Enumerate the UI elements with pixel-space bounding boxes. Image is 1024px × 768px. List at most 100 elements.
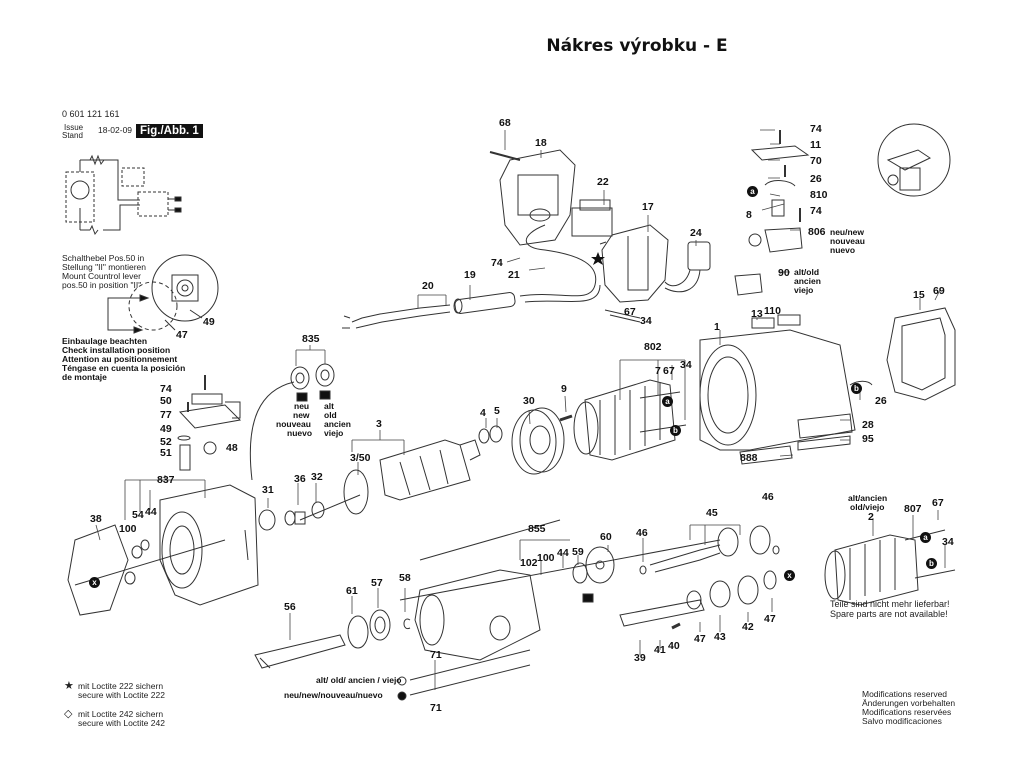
star-icon: ★ [64,680,74,692]
motor-housing-1 [699,314,873,465]
part-label-26-housing: 26 [875,395,887,407]
loctite-222-de: mit Loctite 222 sichern [78,681,164,691]
part-label-67-old: 67 [932,497,944,509]
part-label-49-lever: 49 [160,423,172,435]
part-label-8: 8 [746,209,752,221]
plug-cable [342,224,601,329]
part-label-3: 3 [376,418,382,430]
part-label-60: 60 [600,531,612,543]
part-label-44-rear: 44 [557,547,569,559]
part-label-837: 837 [157,474,175,486]
new-label-nuevo: nuevo [287,428,313,438]
part-label-74-lever: 74 [160,383,172,395]
part-label-46-shaft: 46 [636,527,648,539]
bearing-31 [258,509,276,531]
part-label-71-top: 71 [430,649,442,661]
part-label-74-brush: 74 [810,205,822,217]
part-label-90: 90 [778,267,790,279]
old-stator-label-2: old/viejo [850,502,885,512]
new-label-new: new [293,410,310,420]
old-90-label-3: viejo [794,285,814,295]
switch-lever-note-2: Stellung "II" montieren [62,262,146,272]
install-note-es-2: de montaje [62,372,107,382]
capacitor-24 [664,241,711,293]
new-label-neu: neu [294,401,310,411]
part-label-44-front: 44 [145,506,157,518]
part-label-1: 1 [714,321,720,333]
spring-9 [559,414,573,422]
part-label-67-handle: 67 [624,306,636,318]
needle-bearing [284,510,296,526]
lever-position-detail [107,254,219,334]
gear-60 [585,546,615,584]
loctite-222-en: secure with Loctite 222 [78,690,165,700]
handle-18 [489,149,576,246]
part-label-17: 17 [642,201,654,213]
old-label-alt: alt [324,401,334,411]
part-label-7: 7 [655,365,661,377]
end-cover-15 [886,307,956,401]
modifications-fr: Modifications reservées [862,707,952,717]
part-label-47-shaft: 47 [694,633,706,645]
marker-b-housing: b [851,383,862,394]
part-label-855: 855 [528,523,546,535]
armature-3 [299,439,481,521]
part-number: 0 601 121 161 [62,109,120,119]
part-label-32: 32 [311,471,323,483]
part-label-19: 19 [464,269,476,281]
part-label-30: 30 [523,395,535,407]
part-label-40: 40 [668,640,680,652]
part-label-59: 59 [572,546,584,558]
part-label-888: 888 [740,452,758,464]
part-label-41: 41 [654,644,666,656]
spindle-56 [254,634,346,669]
part-label-806: 806 [808,226,826,238]
part-label-70: 70 [810,155,822,167]
switch-lever-note-3: Mount Countrol lever [62,271,141,281]
part-label-100-rear: 100 [537,552,555,564]
part-label-34-stator: 34 [680,359,692,371]
part-label-74-top: 74 [810,123,822,135]
part-label-34-old: 34 [942,536,954,548]
part-label-2: 2 [868,511,874,523]
marker-x-gear: x [784,570,795,581]
fan-baffle-30 [511,407,565,475]
new-806-label-2: nouveau [830,236,865,246]
marker-a-brush: a [747,186,758,197]
bearing-4 [478,428,490,444]
spring-36 [294,511,306,525]
part-label-68: 68 [499,117,511,129]
stator-802 [573,379,687,461]
shaft-45 [649,544,721,573]
marker-x-cover: x [89,577,100,588]
part-label-36: 36 [294,473,306,485]
part-label-807: 807 [904,503,922,515]
part-label-15: 15 [913,289,925,301]
part-label-11: 11 [810,139,822,151]
marker-b-old-stator: b [926,558,937,569]
gear-43 [709,580,731,608]
screws-71 [409,649,531,696]
switch-22 [571,199,613,245]
part-label-9: 9 [561,383,567,395]
part-label-22: 22 [597,176,609,188]
part-label-58: 58 [399,572,411,584]
loctite-star-marker [591,252,605,265]
part-label-34-handle: 34 [640,315,652,327]
install-note-fr: Attention au positionnement [62,354,178,364]
part-label-810: 810 [810,189,828,201]
part-label-102: 102 [520,557,538,569]
gear-housing-837 [159,484,259,606]
part-label-48: 48 [226,442,238,454]
new-806-label-3: nuevo [830,245,856,255]
part-label-20: 20 [422,280,434,292]
bearing-set-835 [249,363,335,481]
part-label-49-detail: 49 [203,316,215,328]
wiring-schematic [65,154,182,236]
figure-label: Fig./Abb. 1 [136,124,203,138]
not-available-en: Spare parts are not available! [830,609,948,619]
part-label-43: 43 [714,631,726,643]
old-90-label-2: ancien [794,276,821,286]
old-stator [824,529,956,606]
